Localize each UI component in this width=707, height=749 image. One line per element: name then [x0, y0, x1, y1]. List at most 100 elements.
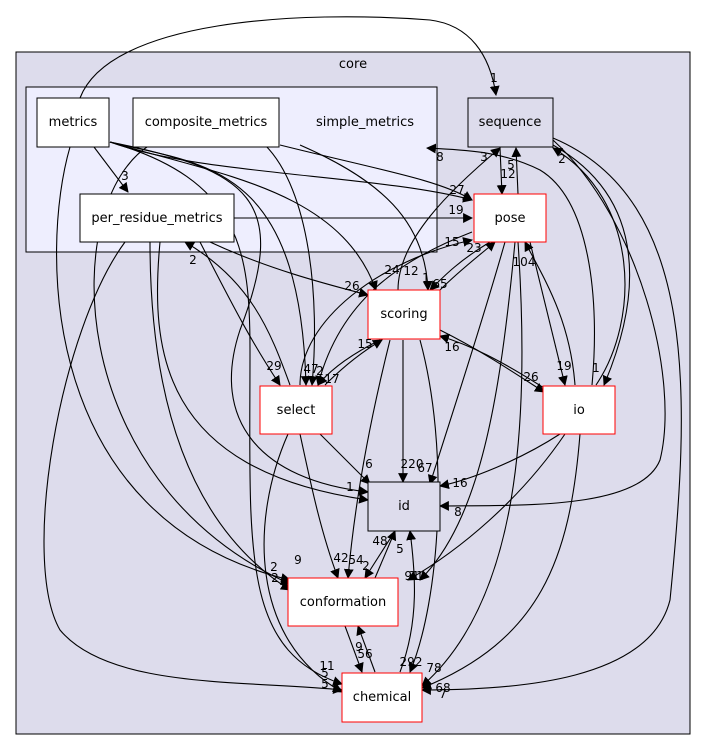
edge-label: 47 — [303, 362, 318, 376]
edge-label: 8 — [454, 505, 462, 519]
node-conformation-label: conformation — [300, 595, 387, 610]
edge-label: 48 — [372, 534, 387, 548]
edge-chemical-id — [399, 530, 417, 673]
edge-label: 54 — [348, 553, 363, 567]
node-composite-metrics-box[interactable] — [132, 97, 280, 148]
edge-scoring-sequence — [397, 147, 501, 291]
edge-label: 16 — [452, 476, 467, 490]
edge-label: 1 — [490, 71, 498, 85]
node-per-residue-metrics-box[interactable] — [79, 193, 235, 243]
node-conformation[interactable]: conformation — [287, 577, 399, 627]
edge-label: 23 — [466, 241, 481, 255]
node-metrics-label: metrics — [49, 115, 98, 130]
edge-pose-scoring — [429, 241, 491, 291]
node-sequence[interactable]: sequence — [467, 97, 554, 148]
edge-label: 2 — [558, 152, 566, 166]
edge-label: 12 — [403, 264, 418, 278]
edge-label: 24 — [384, 263, 399, 277]
edge-label: 5 — [321, 666, 329, 680]
node-conformation-box[interactable] — [287, 577, 399, 627]
edge-metrics-per-residue — [93, 146, 129, 193]
node-pose-box[interactable] — [473, 193, 547, 243]
edge-label: 27 — [449, 183, 464, 197]
edge-pose-chemical — [421, 241, 523, 687]
edge-pose-io — [529, 241, 568, 386]
edge-label: 5 — [507, 158, 515, 172]
node-select-label: select — [277, 403, 316, 418]
edge-label: 12 — [500, 167, 515, 181]
node-composite-metrics-label: composite_metrics — [145, 115, 268, 130]
edge-label: 42 — [333, 551, 348, 565]
edge-label: 68 — [435, 681, 450, 695]
edge-label: 104 — [513, 255, 536, 269]
edge-label: 5 — [321, 677, 329, 691]
node-pose[interactable]: pose — [473, 193, 547, 243]
edge-label: 67 — [417, 461, 432, 475]
node-metrics-box[interactable] — [36, 97, 110, 148]
edge-label: 2 — [271, 571, 279, 585]
edge-metrics-id — [109, 141, 369, 496]
edge-label: 3 — [480, 150, 488, 164]
node-io[interactable]: io — [542, 385, 616, 435]
edge-label: 19 — [448, 203, 463, 217]
edge-per-residue-select — [199, 241, 281, 386]
edge-label: 2 — [189, 253, 197, 267]
edge-label: 9 — [294, 553, 302, 567]
node-sequence-box[interactable] — [467, 97, 554, 148]
edge-label: 2 — [362, 559, 370, 573]
edge-label: 91 — [404, 569, 419, 583]
node-id[interactable]: id — [367, 481, 441, 532]
node-chemical-box[interactable] — [341, 672, 423, 723]
edge-label: 2 — [316, 364, 324, 378]
edge-select-conformation — [299, 433, 340, 579]
node-io-label: io — [573, 403, 585, 418]
edge-io-pose — [524, 241, 576, 386]
node-select-box[interactable] — [259, 385, 333, 435]
node-id-box[interactable] — [367, 481, 441, 532]
node-chemical[interactable]: chemical — [341, 672, 423, 723]
edge-label: 26 — [344, 279, 359, 293]
edge-select-scoring — [324, 339, 383, 386]
node-per-residue-metrics-label: per_residue_metrics — [91, 211, 222, 226]
edge-label: 7 — [439, 687, 447, 701]
edge-sequence-chemical — [421, 137, 682, 695]
edge-label: 65 — [432, 277, 447, 291]
node-per-residue-metrics[interactable]: per_residue_metrics — [79, 193, 235, 243]
edge-label: 15 — [357, 337, 372, 351]
edge-metrics-scoring — [109, 141, 378, 291]
edge-conformation-chemical — [344, 625, 364, 673]
core-cluster-label: core — [339, 57, 367, 72]
node-scoring-box[interactable] — [367, 289, 441, 340]
edge-select-per-residue — [184, 241, 291, 386]
node-id-label: id — [398, 499, 410, 514]
node-scoring[interactable]: scoring — [367, 289, 441, 340]
edges — [43, 16, 682, 695]
edge-label: 5 — [396, 542, 404, 556]
edge-select-id — [319, 433, 371, 485]
edge-per-residue-chemical — [43, 241, 343, 694]
edge-label: 2 — [270, 560, 278, 574]
edge-label: 6 — [365, 457, 373, 471]
edge-label: 15 — [444, 235, 459, 249]
edge-per-residue-id — [156, 241, 369, 504]
edge-label: 29 — [266, 359, 281, 373]
node-sequence-label: sequence — [479, 115, 542, 130]
edge-label: 292 — [400, 655, 423, 669]
edge-label: 78 — [426, 661, 441, 675]
node-chemical-label: chemical — [353, 690, 411, 705]
edge-label: 1 — [592, 361, 600, 375]
node-select[interactable]: select — [259, 385, 333, 435]
edge-pose-sequence — [511, 147, 522, 195]
edge-io-id — [439, 433, 561, 490]
edge-label: 9 — [355, 640, 363, 654]
edge-label: 1 — [346, 480, 354, 494]
node-metrics[interactable]: metrics — [36, 97, 110, 148]
node-io-box[interactable] — [542, 385, 616, 435]
node-pose-label: pose — [495, 211, 526, 226]
edge-label: 31 — [408, 569, 423, 583]
node-composite-metrics[interactable]: composite_metrics — [132, 97, 280, 148]
edge-label: 1 — [422, 271, 430, 285]
edge-select-chemical — [263, 433, 343, 693]
